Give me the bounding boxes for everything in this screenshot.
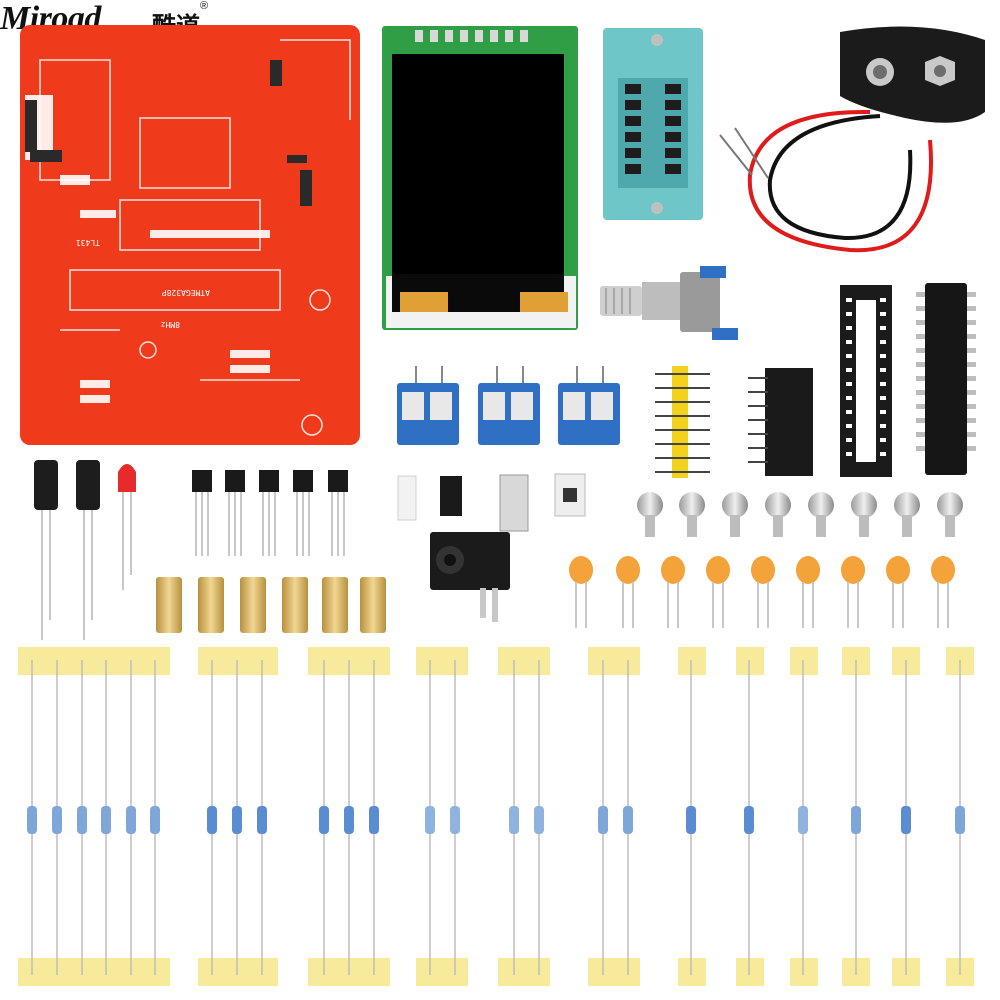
resistor <box>534 660 544 975</box>
brass-standoff <box>282 577 308 633</box>
zif-socket <box>603 28 703 220</box>
resistor <box>901 660 911 975</box>
pin-header <box>655 366 710 478</box>
resistor-tape-bottom <box>18 958 974 986</box>
capacitor <box>706 556 730 628</box>
resistor <box>744 660 754 975</box>
screw <box>637 492 663 537</box>
terminal-block <box>478 366 540 445</box>
resistor <box>207 660 217 975</box>
ic-socket <box>840 285 892 477</box>
transistor <box>293 470 313 556</box>
capacitor <box>841 556 865 628</box>
resistor <box>126 660 136 975</box>
capacitor <box>931 556 955 628</box>
capacitor <box>886 556 910 628</box>
brass-standoff <box>322 577 348 633</box>
brass-standoff <box>240 577 266 633</box>
capacitor <box>751 556 775 628</box>
lcd-display <box>382 26 578 330</box>
screw <box>808 492 834 537</box>
terminal-block <box>558 366 620 445</box>
resistor <box>101 660 111 975</box>
resistor <box>344 660 354 975</box>
resistor <box>686 660 696 975</box>
battery-clip <box>719 26 985 253</box>
slide-switch <box>499 474 529 532</box>
screw <box>894 492 920 537</box>
capacitor <box>569 556 593 628</box>
transistor <box>328 470 348 556</box>
ic-chip <box>916 283 976 475</box>
resistor-tape-top <box>18 647 974 675</box>
jumper-black <box>440 476 462 516</box>
terminal-block <box>397 366 459 445</box>
potentiometer <box>600 266 738 340</box>
resistor <box>450 660 460 975</box>
resistor <box>52 660 62 975</box>
screw <box>937 492 963 537</box>
electrolytic-capacitor <box>34 460 58 640</box>
transistor <box>259 470 279 556</box>
resistor <box>257 660 267 975</box>
resistor <box>27 660 37 975</box>
resistor <box>798 660 808 975</box>
capacitor <box>796 556 820 628</box>
screw <box>722 492 748 537</box>
transistor <box>225 470 245 556</box>
crystal-label: 8MHz <box>161 320 180 329</box>
pcb-board: ATMEGA328P TL431 8MHz <box>20 25 360 445</box>
resistor <box>319 660 329 975</box>
brass-standoff <box>360 577 386 633</box>
jumper-cap <box>397 475 417 521</box>
mcu-label: ATMEGA328P <box>162 288 210 297</box>
dc-jack <box>430 532 510 622</box>
regulator-label: TL431 <box>76 238 100 247</box>
screw <box>765 492 791 537</box>
brass-standoff <box>156 577 182 633</box>
resistor <box>955 660 965 975</box>
screw <box>851 492 877 537</box>
transistor <box>192 470 212 556</box>
screw <box>679 492 705 537</box>
resistor <box>425 660 435 975</box>
capacitor <box>616 556 640 628</box>
pin-header <box>748 368 813 476</box>
resistor <box>150 660 160 975</box>
resistor <box>851 660 861 975</box>
resistor <box>509 660 519 975</box>
brass-standoff <box>198 577 224 633</box>
resistor <box>623 660 633 975</box>
capacitor <box>661 556 685 628</box>
push-button <box>554 473 586 517</box>
resistor <box>232 660 242 975</box>
resistor <box>598 660 608 975</box>
registered-mark: ® <box>200 0 209 12</box>
resistor <box>369 660 379 975</box>
electrolytic-capacitor <box>76 460 100 640</box>
resistor <box>77 660 87 975</box>
led <box>118 464 136 590</box>
